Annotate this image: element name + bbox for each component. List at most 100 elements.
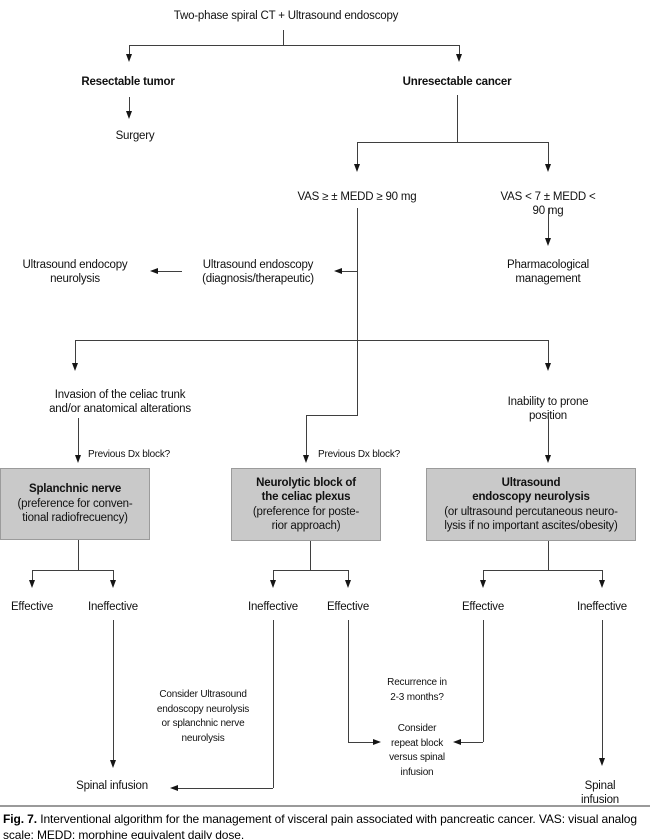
connector <box>129 45 460 46</box>
box-splanchnic-detail: (preference for conven- tional radiofrec… <box>17 497 133 525</box>
connector <box>457 95 458 142</box>
outcome-us-neurolysis-effective: Effective <box>461 601 505 613</box>
connector <box>283 30 284 45</box>
connector <box>461 742 483 743</box>
outcome-us-neurolysis-ineffective: Ineffective <box>576 601 628 613</box>
arrow-down-icon <box>110 580 116 588</box>
arrow-down-icon <box>456 54 462 62</box>
node-resectable-tumor: Resectable tumor <box>81 76 175 88</box>
connector <box>158 271 182 272</box>
connector <box>342 271 357 272</box>
arrow-down-icon <box>270 580 276 588</box>
figure-caption-label: Fig. 7. <box>3 812 37 826</box>
connector <box>483 570 484 580</box>
arrow-right-icon <box>373 739 381 745</box>
note-recurrence: Recurrence in 2-3 months? <box>387 677 447 703</box>
connector <box>357 142 548 143</box>
arrow-down-icon <box>545 164 551 172</box>
outcome-neurolytic-effective: Effective <box>326 601 370 613</box>
connector <box>348 620 349 742</box>
connector <box>357 340 358 415</box>
note-consider-us-neurolysis: Consider Ultrasound endoscopy neurolysis… <box>156 689 250 744</box>
box-splanchnic-title: Splanchnic nerve <box>28 483 122 496</box>
connector <box>548 340 549 363</box>
connector <box>357 142 358 164</box>
arrow-down-icon <box>110 760 116 768</box>
connector <box>113 620 114 760</box>
connector <box>129 97 130 111</box>
connector <box>32 570 33 580</box>
connector <box>602 620 603 758</box>
outcome-splanchnic-ineffective: Ineffective <box>87 601 139 613</box>
connector <box>273 570 348 571</box>
node-vas-high: VAS ≥ ± MEDD ≥ 90 mg <box>297 191 417 203</box>
connector <box>306 415 307 455</box>
connector <box>273 570 274 580</box>
connector <box>178 788 273 789</box>
arrow-down-icon <box>545 363 551 371</box>
connector <box>548 541 549 570</box>
node-surgery: Surgery <box>115 130 155 142</box>
figure-caption-text: Interventional algorithm for the managem… <box>3 812 637 839</box>
arrow-down-icon <box>303 455 309 463</box>
connector <box>548 142 549 164</box>
connector <box>483 570 602 571</box>
node-us-endocopy-neurolysis: Ultrasound endocopy neurolysis <box>22 259 128 285</box>
node-vas-low: VAS < 7 ± MEDD < 90 mg <box>500 191 596 217</box>
connector <box>75 340 76 363</box>
arrow-down-icon <box>126 54 132 62</box>
arrow-down-icon <box>72 363 78 371</box>
arrow-down-icon <box>480 580 486 588</box>
connector <box>75 340 548 341</box>
arrow-down-icon <box>599 580 605 588</box>
label-previous-dx-block-middle: Previous Dx block? <box>318 449 400 460</box>
arrow-left-icon <box>453 739 461 745</box>
connector <box>348 742 373 743</box>
arrow-left-icon <box>334 268 342 274</box>
connector <box>310 541 311 570</box>
arrow-down-icon <box>545 238 551 246</box>
connector <box>348 570 349 580</box>
note-consider-repeat-block: Consider repeat block versus spinal infu… <box>389 723 445 778</box>
arrow-left-icon <box>170 785 178 791</box>
node-unresectable-cancer: Unresectable cancer <box>402 76 512 88</box>
arrow-down-icon <box>75 455 81 463</box>
connector <box>548 208 549 238</box>
outcome-neurolytic-ineffective: Ineffective <box>247 601 299 613</box>
box-us-neurolysis-detail: (or ultrasound percutaneous neuro- lysis… <box>444 505 618 533</box>
connector <box>459 45 460 54</box>
figure-caption: Fig. 7. Interventional algorithm for the… <box>3 811 648 839</box>
caption-divider <box>0 805 650 807</box>
box-us-neurolysis-title: Ultrasound endoscopy neurolysis <box>472 476 590 504</box>
arrow-down-icon <box>126 111 132 119</box>
connector <box>602 570 603 580</box>
box-splanchnic-nerve: Splanchnic nerve (preference for conven-… <box>0 468 150 540</box>
connector <box>113 570 114 580</box>
root-node: Two-phase spiral CT + Ultrasound endosco… <box>173 10 399 22</box>
arrow-down-icon <box>354 164 360 172</box>
terminal-spinal-infusion-left: Spinal infusion <box>76 780 148 792</box>
connector <box>129 45 130 54</box>
arrow-left-icon <box>150 268 158 274</box>
connector <box>548 412 549 455</box>
arrow-down-icon <box>545 455 551 463</box>
connector <box>78 540 79 570</box>
box-us-neurolysis: Ultrasound endoscopy neurolysis (or ultr… <box>426 468 636 541</box>
node-us-endoscopy-diagnostic: Ultrasound endoscopy (diagnosis/therapeu… <box>202 259 314 285</box>
terminal-spinal-infusion-right: Spinal infusion <box>580 780 620 806</box>
connector <box>306 415 358 416</box>
connector <box>32 570 113 571</box>
box-neurolytic-block: Neurolytic block of the celiac plexus (p… <box>231 468 381 541</box>
connector <box>357 208 358 340</box>
arrow-down-icon <box>599 758 605 766</box>
node-pharmacological-management: Pharmacological management <box>506 259 590 285</box>
box-neurolytic-title: Neurolytic block of the celiac plexus <box>256 476 356 504</box>
node-invasion-celiac-trunk: Invasion of the celiac trunk and/or anat… <box>49 389 191 415</box>
outcome-splanchnic-effective: Effective <box>10 601 54 613</box>
box-neurolytic-detail: (preference for poste- rior approach) <box>252 505 360 533</box>
connector <box>273 620 274 788</box>
arrow-down-icon <box>345 580 351 588</box>
connector <box>483 620 484 742</box>
label-previous-dx-block-left: Previous Dx block? <box>88 449 170 460</box>
